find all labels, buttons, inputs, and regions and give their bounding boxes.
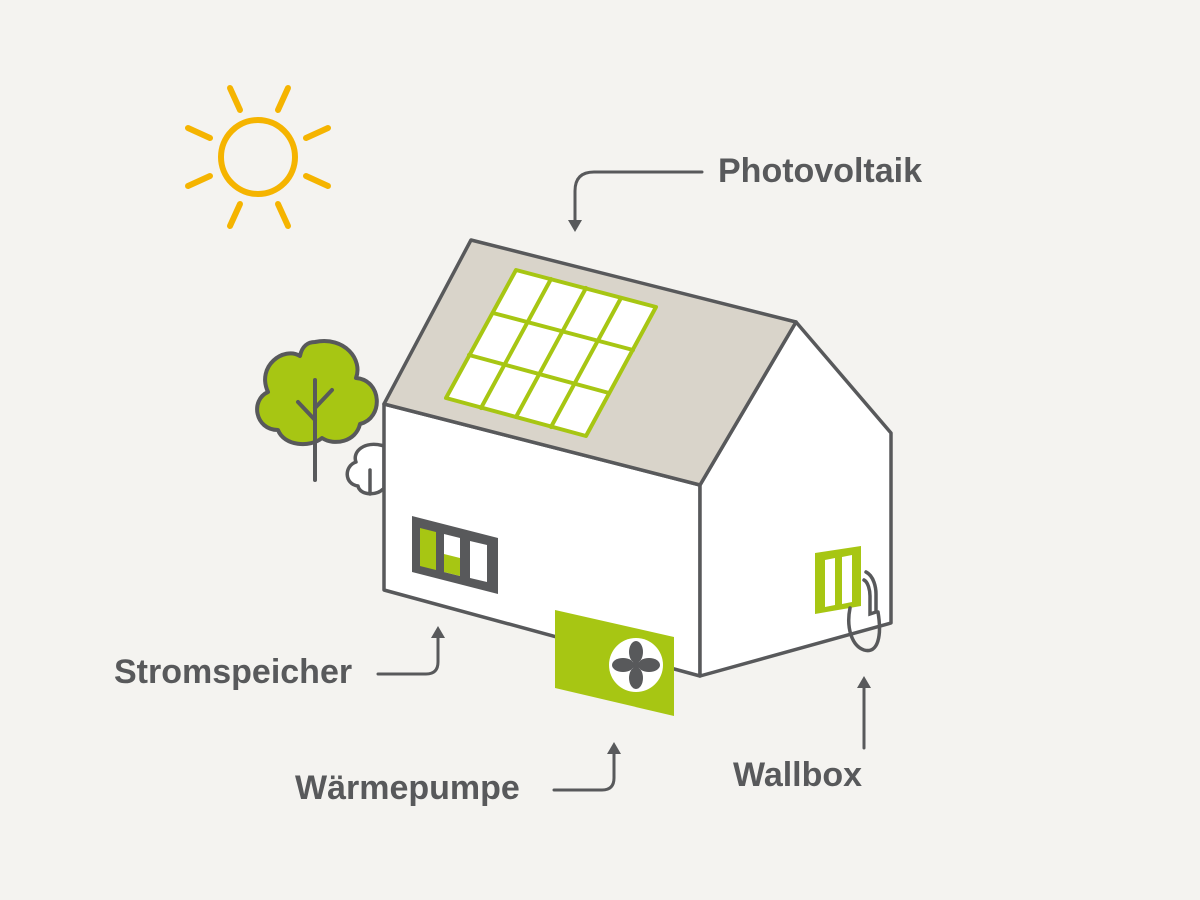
stromspeicher-label: Stromspeicher — [114, 653, 353, 691]
photovoltaik-label: Photovoltaik — [718, 152, 923, 190]
stromspeicher-leader-line — [376, 632, 440, 676]
heat-pump-unit — [555, 610, 674, 716]
battery-storage-icon — [412, 516, 498, 594]
sun-icon — [185, 85, 331, 229]
solar-panel — [444, 268, 658, 438]
wallbox-label: Wallbox — [733, 756, 863, 794]
stromspeicher-arrow-icon — [431, 626, 445, 638]
small-tree-icon — [345, 442, 386, 496]
wallbox-arrow-icon — [857, 676, 871, 688]
waermepumpe-arrow-icon — [607, 742, 621, 754]
wallbox-charger — [815, 546, 882, 653]
waermepumpe-label: Wärmepumpe — [295, 769, 520, 807]
fan-icon — [612, 641, 660, 689]
photovoltaik-arrow-icon — [568, 220, 582, 232]
tree-icon — [255, 339, 379, 482]
photovoltaik-leader-line — [573, 170, 704, 227]
waermepumpe-leader-line — [552, 748, 616, 792]
